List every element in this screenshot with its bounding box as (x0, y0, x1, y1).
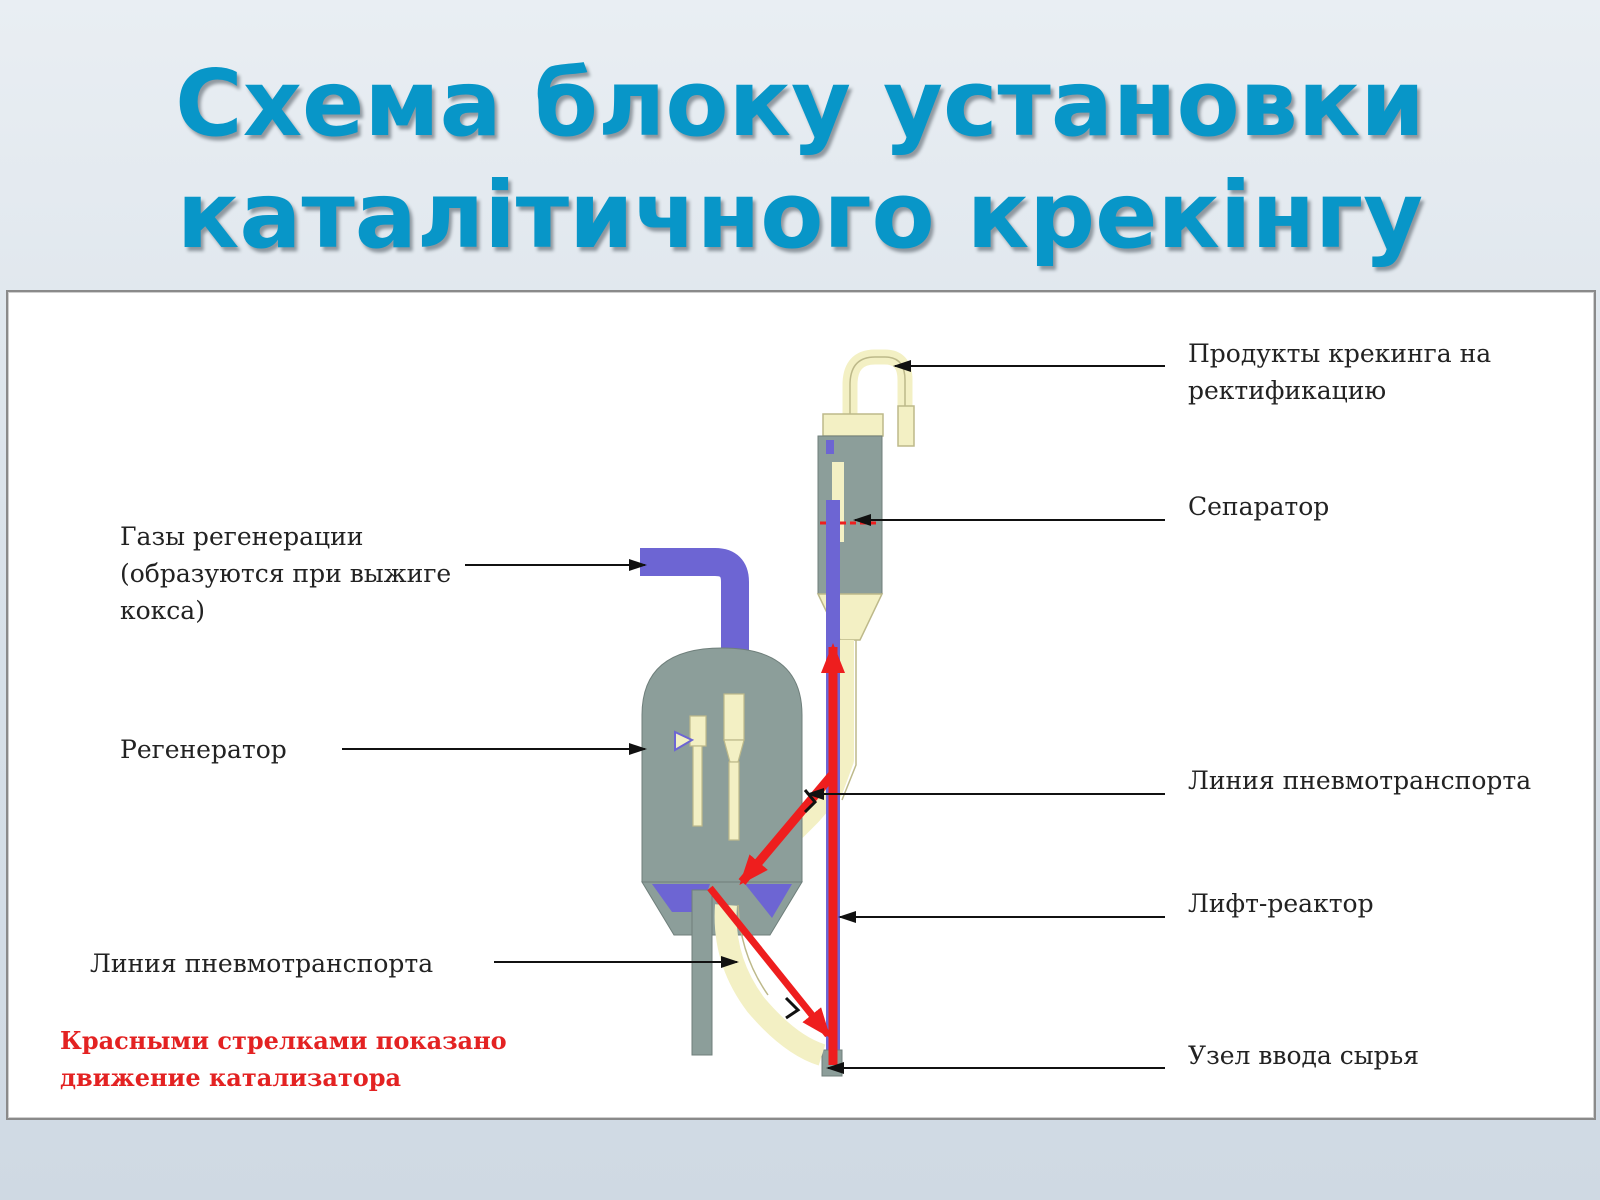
label-regenerator: Регенератор (120, 735, 287, 764)
regenerator-vessel (641, 647, 803, 936)
catalyst-note: Красными стрелками показано движение кат… (60, 1022, 507, 1096)
label-products-line-1: Продукты крекинга на (1188, 339, 1492, 368)
label-pneumo-line-left: Линия пневмотранспорта (90, 949, 434, 978)
pneumo-line-outline (737, 904, 769, 996)
label-regen-gases-line-1: Газы регенерации (120, 522, 364, 551)
catalyst-note-line-2: движение катализатора (60, 1063, 402, 1092)
label-regen-gases-line-2: (образуются при выжиге (120, 559, 452, 588)
slide-title-line-1: Схема блоку установки (175, 50, 1425, 157)
label-regen-gases: Газы регенерации (образуются при выжиге … (120, 518, 451, 629)
dipleg-outline (841, 640, 857, 801)
label-pneumo-line-right: Линия пневмотранспорта (1188, 766, 1532, 795)
label-regen-gases-line-3: кокса) (120, 596, 205, 625)
catalyst-arrow-to-feed (707, 885, 831, 1039)
label-products: Продукты крекинга на ректификацию (1188, 335, 1491, 409)
label-feed-inlet: Узел ввода сырья (1188, 1041, 1420, 1070)
pneumo-transport-line-left (714, 904, 826, 1066)
slide-title: Схема блоку установки каталітичного крек… (0, 48, 1600, 272)
catalyst-note-line-1: Красными стрелками показано (60, 1026, 507, 1055)
label-products-line-2: ректификацию (1188, 376, 1387, 405)
slide-title-line-2: каталітичного крекінгу (176, 162, 1424, 269)
flow-chevron-icon (784, 996, 801, 1020)
regen-gas-duct (640, 548, 749, 655)
label-lift-reactor: Лифт-реактор (1188, 889, 1374, 918)
regenerator-standpipe (691, 889, 713, 1056)
label-separator: Сепаратор (1188, 492, 1330, 521)
callout-pointers (342, 360, 1165, 1074)
